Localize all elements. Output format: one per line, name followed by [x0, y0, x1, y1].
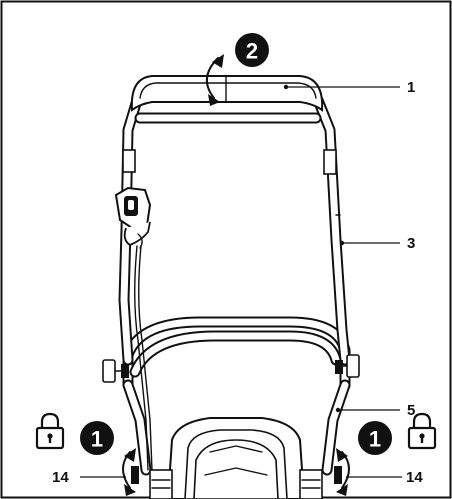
callout-part-1: 1: [407, 79, 415, 96]
callout-part-5: 5: [407, 402, 415, 419]
padlock-open-icon: [407, 412, 437, 450]
lock-lever-right: [334, 466, 342, 484]
callout-part-14-right: 14: [406, 469, 423, 486]
power-cable: [134, 245, 153, 471]
svg-text:1: 1: [91, 427, 103, 452]
rotate-arrow-icon: [206, 54, 224, 106]
switch-box: [114, 186, 152, 249]
svg-text:2: 2: [246, 39, 258, 64]
rotate-arrow-icon: [122, 448, 136, 496]
svg-text:1: 1: [369, 427, 381, 452]
lower-knob-left: [102, 359, 129, 383]
callout-part-14-left: 14: [52, 469, 69, 486]
lower-knob-right: [335, 354, 360, 378]
step-marker-top: 2: [235, 33, 269, 67]
lock-lever-left: [131, 466, 139, 484]
callout-part-3: 3: [407, 235, 415, 252]
padlock-open-icon: [35, 412, 65, 450]
mower-deck: [149, 417, 323, 499]
step-marker-left: 1: [80, 421, 114, 455]
step-marker-right: 1: [358, 421, 392, 455]
leader-lines: [80, 84, 402, 478]
rotate-arrow-icon: [336, 448, 350, 496]
